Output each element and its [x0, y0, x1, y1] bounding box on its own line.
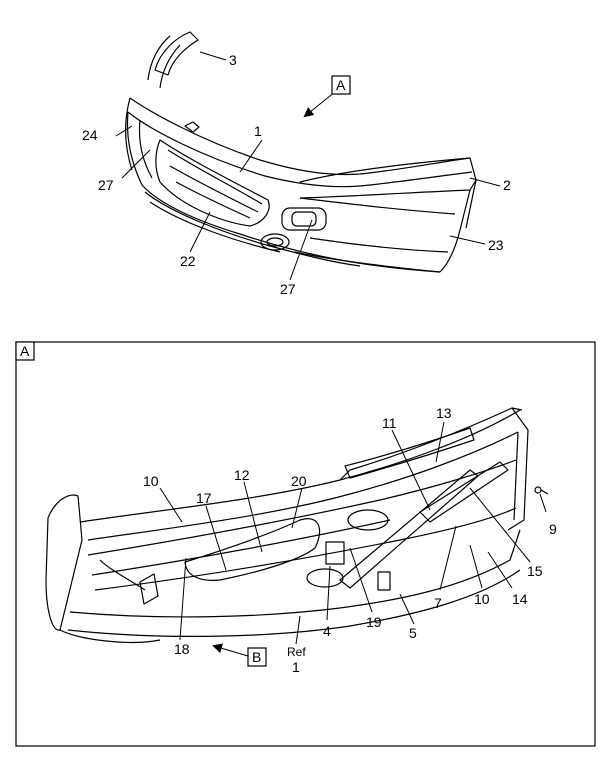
callout-7: 7	[434, 595, 442, 611]
labels: A A B 3 1 2 24 27 22 27 23 10 17 12 20 1…	[20, 52, 557, 675]
bottom-leader-lines	[159, 421, 547, 657]
callout-3: 3	[229, 52, 237, 68]
view-a-frame-tag-box	[15, 341, 35, 361]
callout-5: 5	[409, 625, 417, 641]
callout-24: 24	[82, 127, 98, 143]
callout-15: 15	[527, 563, 543, 579]
callout-10-right: 10	[474, 591, 490, 607]
view-b-box	[247, 647, 267, 667]
callout-12: 12	[234, 467, 250, 483]
bottom-bumper-drawing	[45, 407, 549, 643]
callout-17: 17	[196, 490, 212, 506]
callout-9: 9	[549, 521, 557, 537]
ref-number: 1	[292, 659, 300, 675]
callout-14: 14	[512, 591, 528, 607]
callout-20: 20	[291, 473, 307, 489]
view-a-frame	[15, 341, 596, 747]
callout-18: 18	[174, 641, 190, 657]
ref-word: Ref	[287, 645, 306, 659]
view-a-ref-label: A	[336, 77, 346, 93]
callout-27-bottom: 27	[280, 281, 296, 297]
callout-11: 11	[382, 415, 397, 431]
callout-19: 19	[366, 614, 382, 630]
top-bumper-drawing	[125, 31, 477, 273]
view-b-label: B	[252, 649, 261, 665]
top-leader-lines	[115, 51, 501, 281]
callout-27-left: 27	[98, 177, 114, 193]
callout-23: 23	[488, 237, 504, 253]
view-a-frame-label: A	[20, 343, 30, 359]
callout-1: 1	[254, 123, 262, 139]
callout-22: 22	[180, 253, 196, 269]
callout-4: 4	[323, 623, 331, 639]
callout-2: 2	[503, 177, 511, 193]
callout-10-left: 10	[143, 473, 159, 489]
view-a-ref-box	[331, 75, 351, 95]
callout-13: 13	[436, 405, 452, 421]
